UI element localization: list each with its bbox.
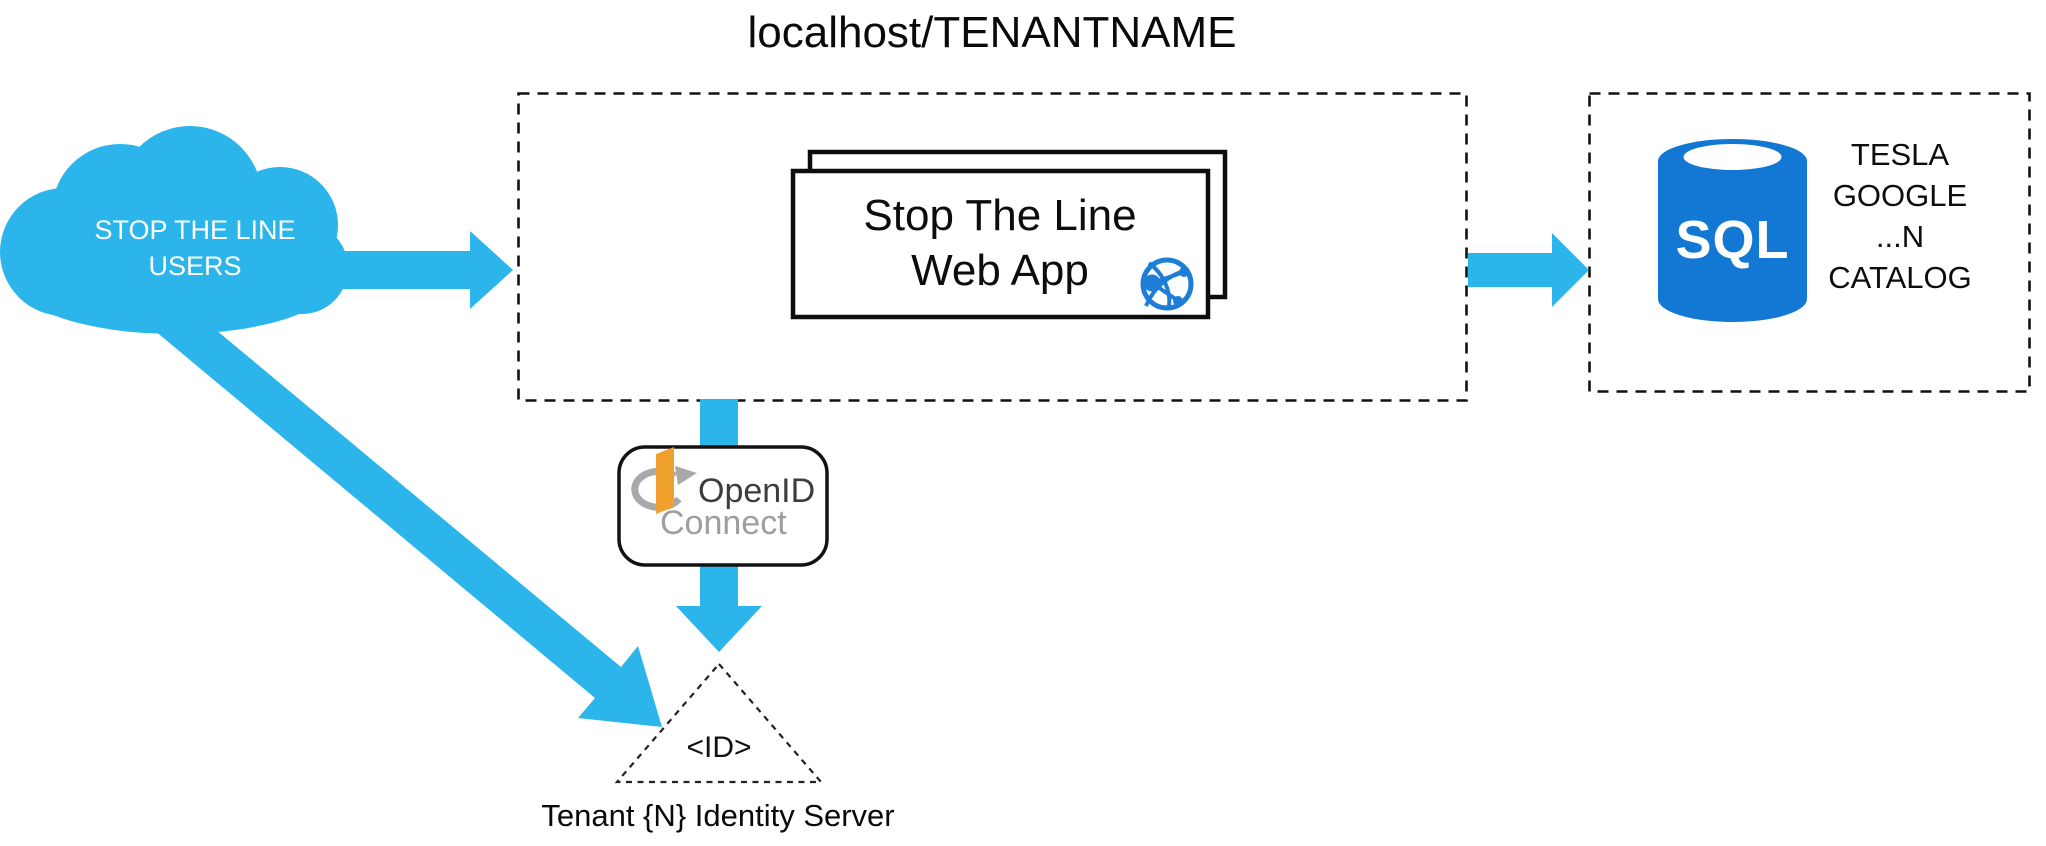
openid-connect-text: Connect [660, 504, 787, 542]
openid-connect-badge [617, 445, 829, 567]
tenant-web-boundary-box [517, 92, 1468, 402]
users-cloud-label: STOP THE LINE USERS [94, 215, 296, 281]
sql-icon-label: SQL [1675, 210, 1790, 270]
identity-server-triangle [614, 662, 824, 784]
arrow-users-to-identity [142, 290, 662, 727]
catalog-boundary-box [1588, 92, 2031, 393]
openid-brand-text: OpenID [698, 472, 816, 510]
catalog-tenants-label: TESLA GOOGLE ...N CATALOG [1828, 137, 1972, 295]
identity-triangle-label: <ID> [686, 731, 752, 764]
arrow-webapp-to-catalog [1468, 233, 1589, 307]
arrow-users-to-webapp [300, 231, 513, 309]
webapp-card-front [790, 168, 1211, 320]
users-cloud-icon [0, 126, 348, 334]
webapp-label: Stop The Line Web App [863, 191, 1137, 295]
openid-connect-icon [631, 447, 697, 514]
page-title: localhost/TENANTNAME [747, 8, 1237, 57]
identity-server-caption: Tenant {N} Identity Server [541, 798, 895, 833]
sql-database-icon [1658, 139, 1807, 322]
azure-web-app-globe-icon [1140, 257, 1194, 311]
